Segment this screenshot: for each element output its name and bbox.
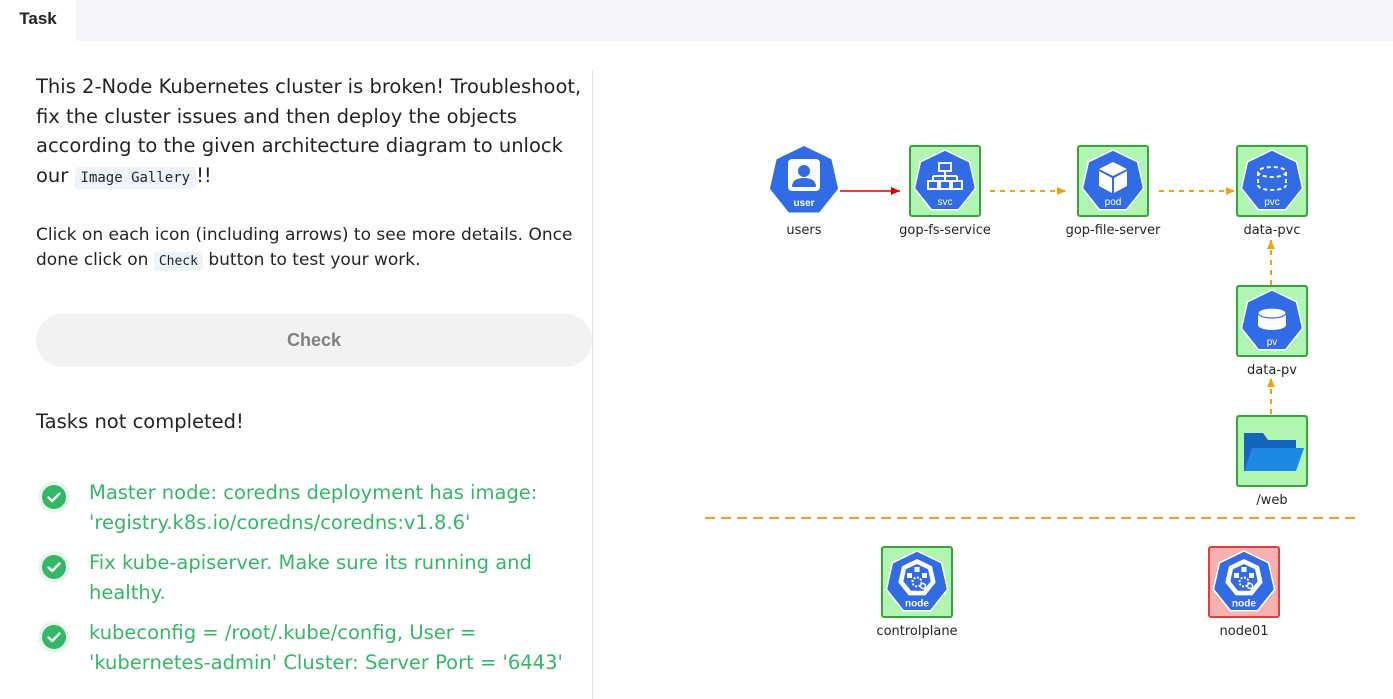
node-label: node01	[1219, 624, 1269, 639]
data-pvc-node[interactable]: pvc data-pvc	[1236, 145, 1308, 238]
node-icon: node	[1212, 550, 1276, 612]
controlplane-node[interactable]: node controlplane	[876, 546, 958, 639]
web-folder-node[interactable]: /web	[1236, 415, 1308, 508]
node-label: controlplane	[876, 624, 958, 639]
task-text: Fix kube-apiserver. Make sure its runnin…	[89, 551, 532, 604]
check-circle-icon	[38, 551, 70, 583]
task-item: Master node: coredns deployment has imag…	[36, 478, 596, 548]
tab-task[interactable]: Task	[0, 0, 76, 41]
task-text: Master node: coredns deployment has imag…	[89, 481, 538, 534]
service-icon: svc	[913, 149, 977, 211]
status-message: Tasks not completed!	[36, 410, 244, 433]
user-icon: user	[769, 146, 839, 213]
image-gallery-code: Image Gallery	[74, 166, 197, 189]
node-label: data-pv	[1247, 363, 1297, 378]
task-description-text: This 2-Node Kubernetes cluster is broken…	[36, 75, 582, 187]
task-item: Fix kube-apiserver. Make sure its runnin…	[36, 548, 596, 618]
check-circle-icon	[38, 481, 70, 513]
architecture-diagram: user users svc gop-fs-service	[700, 130, 1370, 650]
pv-icon: pv	[1240, 289, 1304, 351]
node-label: /web	[1256, 493, 1288, 508]
svg-text:svc: svc	[938, 197, 953, 208]
node-icon: node	[885, 550, 949, 612]
task-description-suffix: !!	[196, 163, 212, 187]
task-item: kubeconfig = /root/.kube/config, User = …	[36, 618, 596, 688]
diagram-connectors	[705, 187, 1360, 519]
pvc-icon: pvc	[1240, 149, 1304, 211]
task-description: This 2-Node Kubernetes cluster is broken…	[36, 72, 588, 193]
svg-text:node: node	[905, 599, 929, 610]
gop-file-server-node[interactable]: pod gop-file-server	[1066, 145, 1160, 238]
svg-text:user: user	[793, 198, 814, 209]
users-node[interactable]: user users	[768, 145, 840, 238]
gop-fs-service-node[interactable]: svc gop-fs-service	[899, 145, 991, 238]
svg-text:pod: pod	[1105, 197, 1122, 208]
check-code: Check	[153, 252, 203, 271]
task-text: kubeconfig = /root/.kube/config, User = …	[89, 621, 563, 674]
check-circle-icon	[38, 621, 70, 653]
svg-text:node: node	[1232, 599, 1256, 610]
pod-icon: pod	[1081, 149, 1145, 211]
instruction-text: Click on each icon (including arrows) to…	[36, 223, 588, 274]
data-pv-node[interactable]: pv data-pv	[1236, 285, 1308, 378]
node-label: gop-file-server	[1065, 223, 1161, 238]
svg-text:pv: pv	[1267, 337, 1278, 348]
node-label: data-pvc	[1243, 223, 1301, 238]
node-label: gop-fs-service	[899, 223, 991, 238]
instruction-text-end: button to test your work.	[208, 250, 421, 270]
node-label: users	[786, 223, 822, 238]
task-list: Master node: coredns deployment has imag…	[36, 478, 596, 688]
folder-icon	[1244, 433, 1304, 471]
node01-node[interactable]: node node01	[1208, 546, 1280, 639]
tab-bar: Task	[0, 0, 1393, 41]
instruction-text-start: Click on each icon (including arrows) to…	[36, 225, 573, 270]
panel-divider	[592, 70, 593, 699]
check-button[interactable]: Check	[36, 314, 592, 367]
svg-text:pvc: pvc	[1264, 197, 1280, 208]
